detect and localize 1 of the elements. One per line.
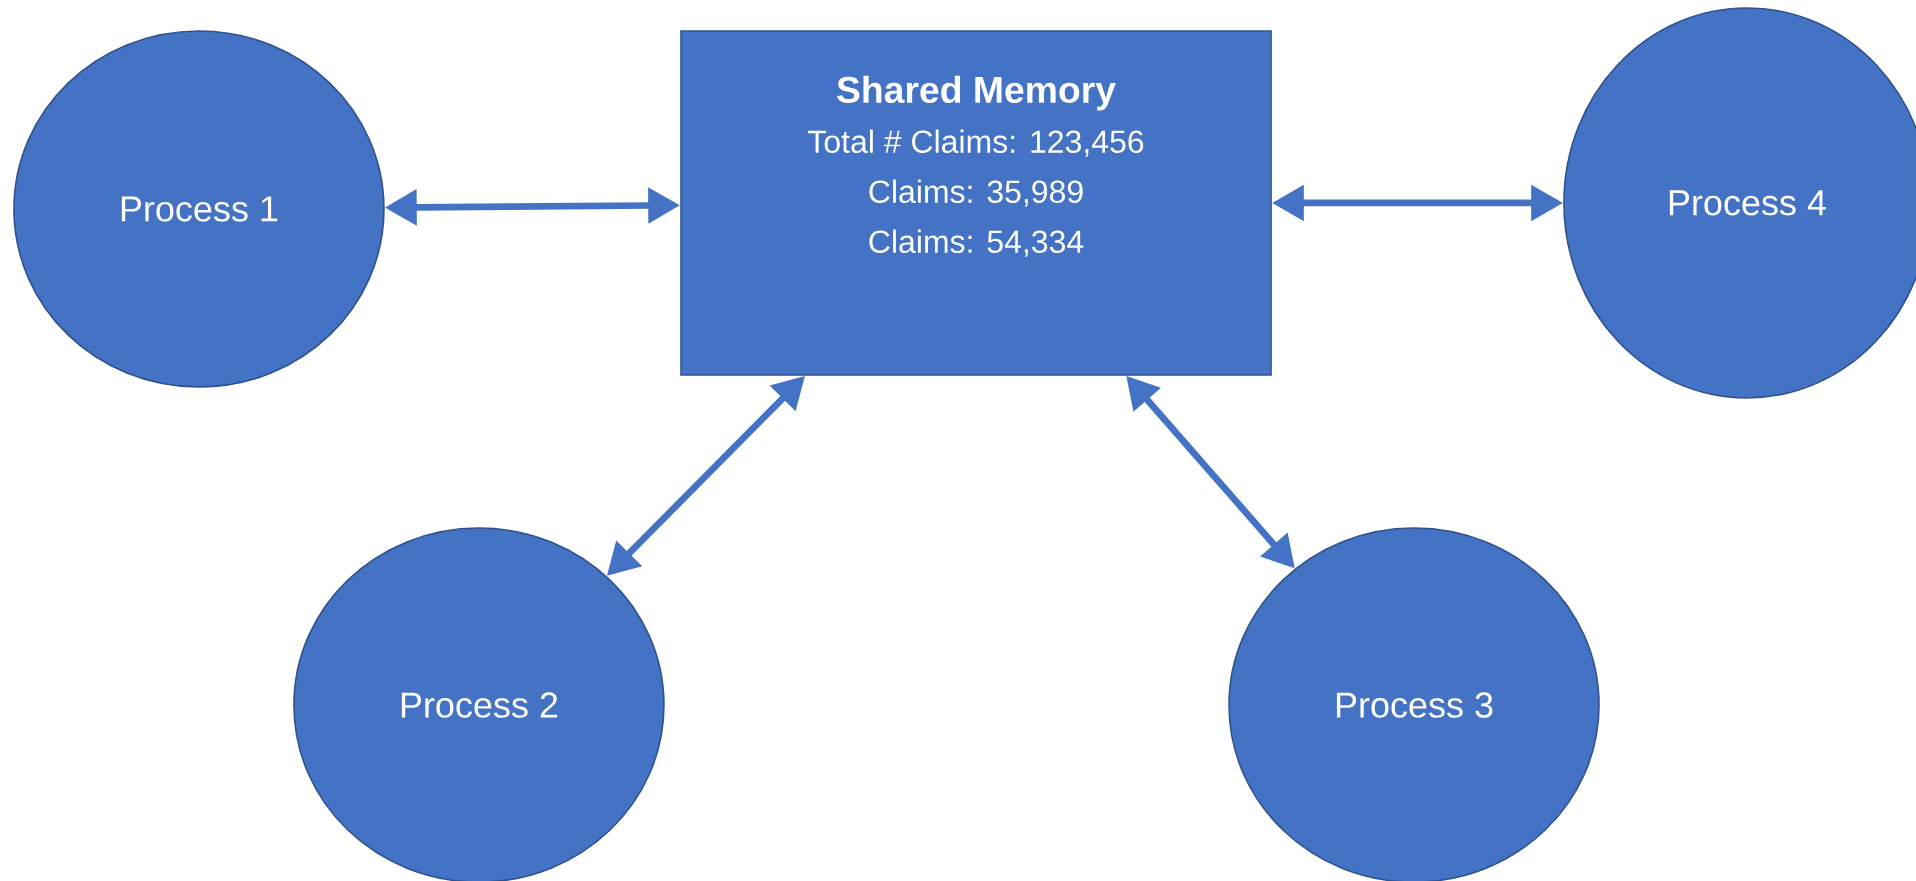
memory-box: Shared Memory Total # Claims: 123,456 Claims: 35,989 Claims: 54,334: [680, 30, 1272, 376]
